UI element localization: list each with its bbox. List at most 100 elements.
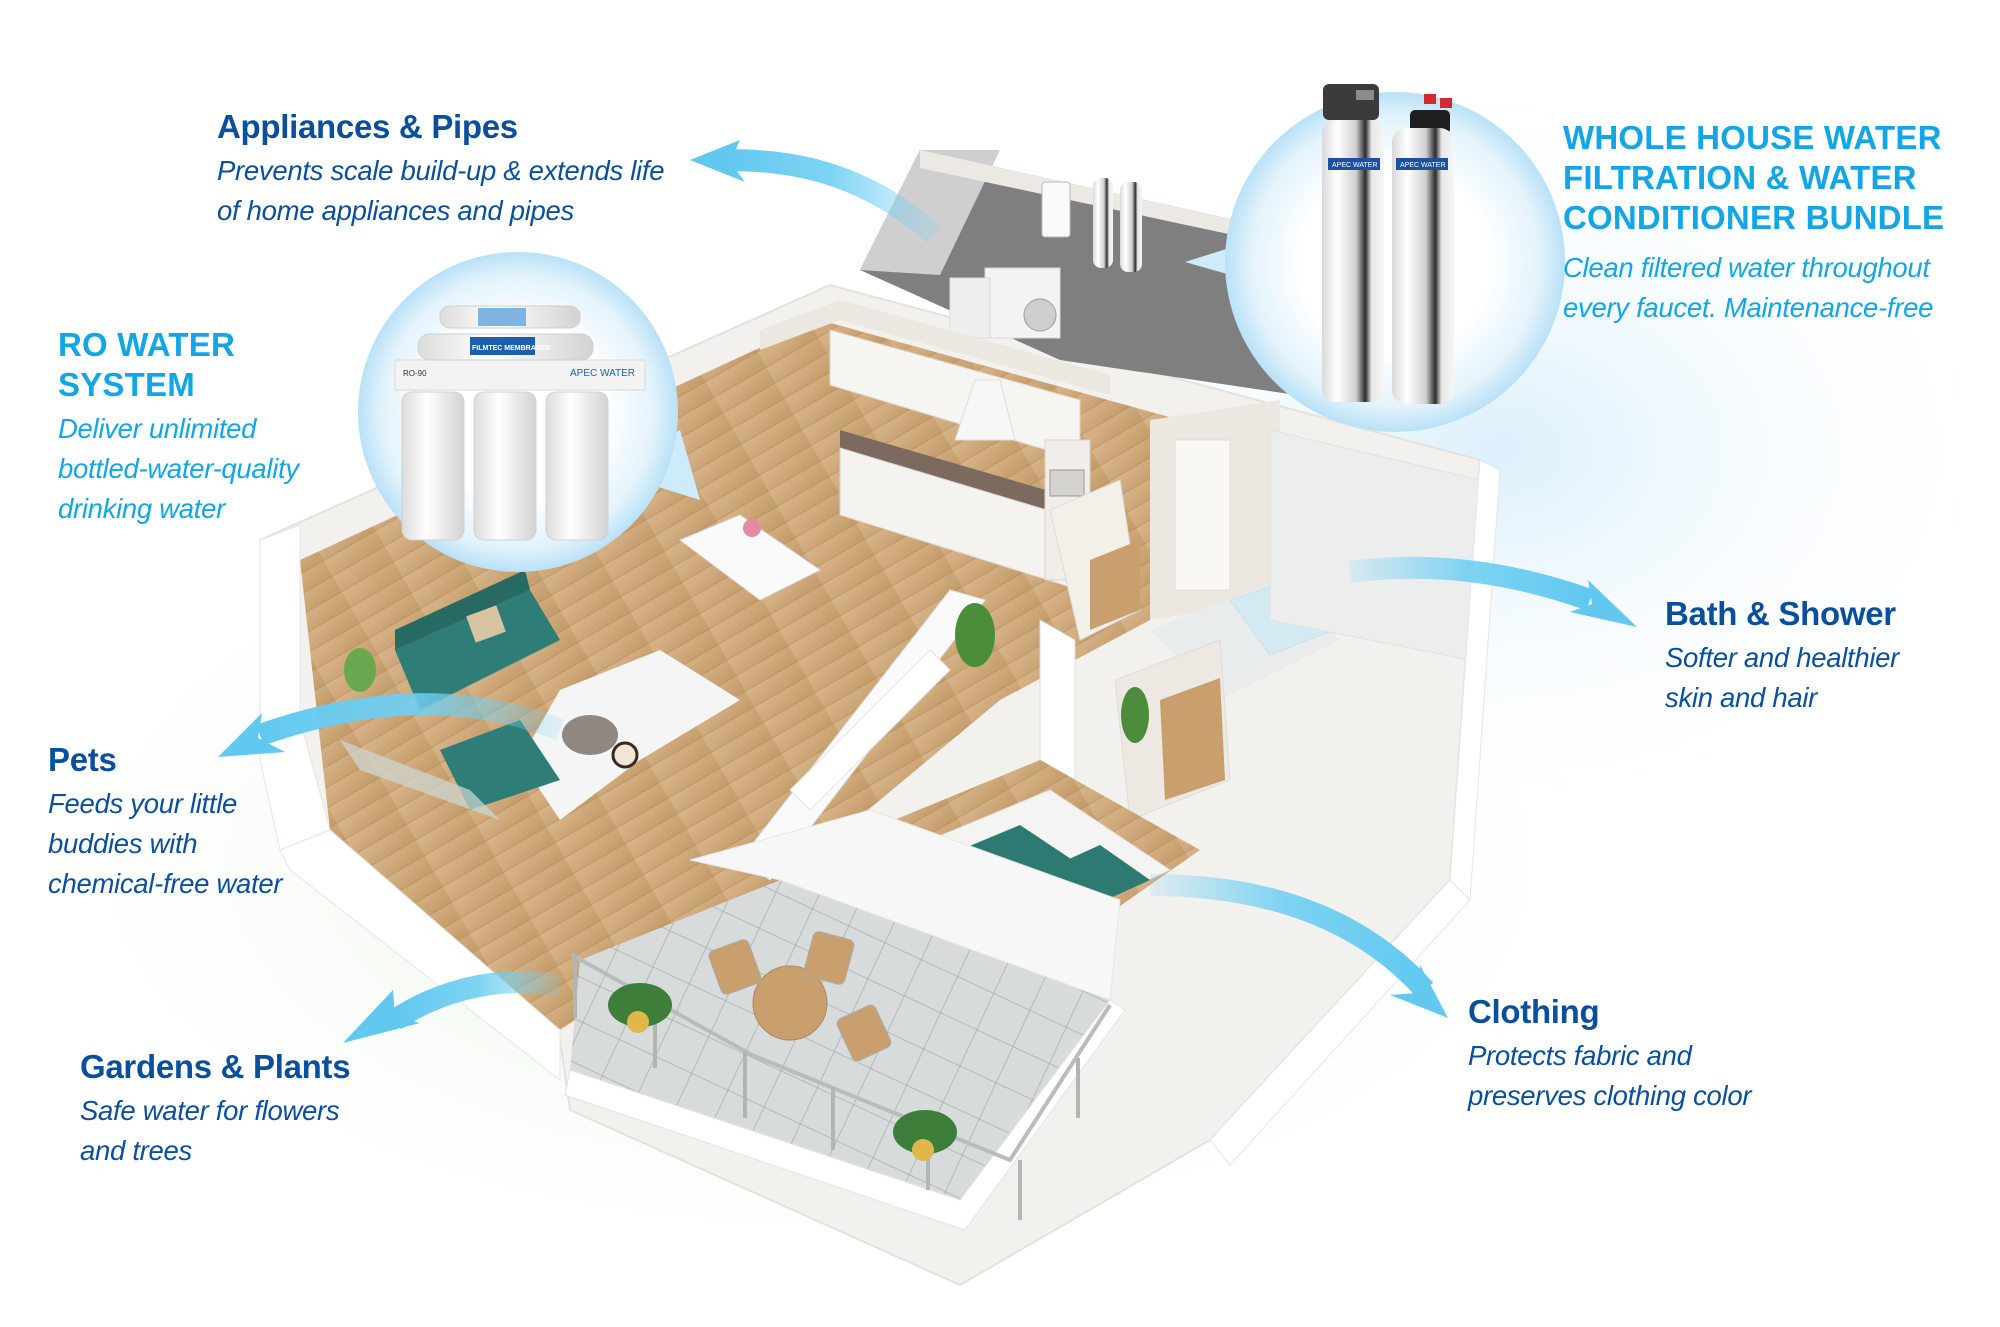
description-line: of home appliances and pipes [217,195,574,226]
sofa-back [395,570,530,650]
front-left-wall [279,829,561,1082]
bedroom-door [1039,619,1076,781]
callout-appliances: Appliances & Pipes Prevents scale build-… [217,110,664,231]
front-window-glass [340,740,500,820]
dryer [949,277,991,339]
title-line: RO WATER [58,326,235,363]
callout-description: Clean filtered water throughout every fa… [1563,248,1944,328]
description-line: skin and hair [1665,682,1818,713]
ro-canister-1 [401,391,465,541]
dining-table [679,514,821,601]
arrow-bath [1348,556,1637,627]
valve-red-1 [1424,94,1436,104]
sideboard [789,649,951,811]
ro-membrane-text: FILMTEC MEMBRANES [472,345,550,352]
closet-wood [1160,678,1225,800]
ro-model-label: RO-90 [403,369,427,378]
laundry-tank-2 [1120,182,1142,272]
callout-title: Pets [48,741,117,778]
description-line: Softer and healthier [1665,642,1900,673]
callout-title: Gardens & Plants [80,1048,351,1085]
valve-red-2 [1440,98,1452,108]
balcony-floor [570,880,1110,1200]
control-head [1323,84,1379,120]
plant-icon [955,603,995,667]
water-heater [1041,181,1071,238]
range-hood [954,379,1016,441]
callout-title: RO WATER SYSTEM [58,325,299,405]
balcony-back-wall [689,809,1121,1001]
ro-membrane-label [470,337,535,355]
callout-title: Bath & Shower [1665,595,1896,632]
washer-door [1023,298,1057,332]
island-wood-side [1090,540,1140,630]
title-line: WHOLE HOUSE WATER [1563,119,1942,156]
arrow-pets [218,693,565,757]
callout-description: Prevents scale build-up & extends life o… [217,151,664,231]
description-line: Feeds your little [48,788,238,819]
filter-tank [1392,128,1454,404]
description-line: every faucet. Maintenance-free [1563,292,1934,323]
patio-chair-2 [803,931,855,985]
ro-system-bubble: APEC WATER FILMTEC MEMBRANES RO-90 [358,252,678,572]
description-line: Clean filtered water throughout [1563,252,1930,283]
arrow-appliances [690,140,943,244]
callout-gardens: Gardens & Plants Safe water for flowers … [80,1048,351,1171]
tank-label-1 [1328,158,1380,170]
control-display [1356,90,1374,100]
laundry-room-floor [860,150,1330,400]
softener-tank [1322,120,1384,402]
tank-label-text-2: APEC WATER [1400,162,1446,169]
callout-title: WHOLE HOUSE WATER FILTRATION & WATER CON… [1563,118,1944,238]
ro-canister-3 [545,391,609,541]
callout-title: Clothing [1468,993,1600,1030]
pet-dog [611,741,639,769]
arrow-gardens [343,970,562,1043]
tank-label-2 [1396,158,1448,170]
ro-canister-2 [473,391,537,541]
description-line: Safe water for flowers [80,1095,340,1126]
description-line: and trees [80,1135,192,1166]
callout-ro-system: RO WATER SYSTEM Deliver unlimited bottle… [58,325,299,529]
callout-description: Safe water for flowers and trees [80,1091,350,1171]
ro-brand-label: APEC WATER [570,368,635,379]
description-line: chemical-free water [48,868,283,899]
callout-description: Deliver unlimited bottled-water-quality … [58,409,299,529]
ro-bracket [394,359,646,391]
patio-table [752,965,828,1041]
pouf [562,715,618,755]
tank-label-text-1: APEC WATER [1332,162,1378,169]
patio-chair-1 [708,939,762,995]
oven [1049,469,1085,497]
plant-icon [344,648,376,692]
laundry-wall [860,150,1000,275]
callout-title: Appliances & Pipes [217,108,518,145]
title-line: SYSTEM [58,366,195,403]
callout-description: Protects fabric and preserves clothing c… [1468,1036,1752,1116]
description-line: Protects fabric and [1468,1040,1692,1071]
plant-icon [893,1110,957,1161]
callout-bath: Bath & Shower Softer and healthier skin … [1665,597,1899,718]
plant-icon [1121,687,1149,743]
bed-blanket-2 [1045,845,1150,905]
balcony-slab-edge [564,999,1126,1231]
laundry-tank-1 [1093,178,1113,268]
callout-description: Feeds your little buddies with chemical-… [48,784,283,904]
arrow-clothing [1149,874,1448,1018]
bed-blanket-1 [960,825,1080,890]
description-line: buddies with [48,828,198,859]
rug [520,650,740,820]
patio-chair-3 [836,1004,892,1062]
front-right-wall [1209,879,1471,1166]
callout-whole-house: WHOLE HOUSE WATER FILTRATION & WATER CON… [1563,118,1944,328]
description-line: Deliver unlimited [58,413,257,444]
callout-clothing: Clothing Protects fabric and preserves c… [1468,993,1752,1116]
description-line: Prevents scale build-up & extends life [217,155,665,186]
sofa-main [395,590,560,710]
title-line: FILTRATION & WATER [1563,159,1917,196]
whole-house-bubble: APEC WATER APEC WATER [1225,84,1565,432]
cushion [466,605,506,643]
entry-door [1174,439,1231,591]
callout-pets: Pets Feeds your little buddies with chem… [48,741,283,904]
description-line: preserves clothing color [1468,1080,1752,1111]
